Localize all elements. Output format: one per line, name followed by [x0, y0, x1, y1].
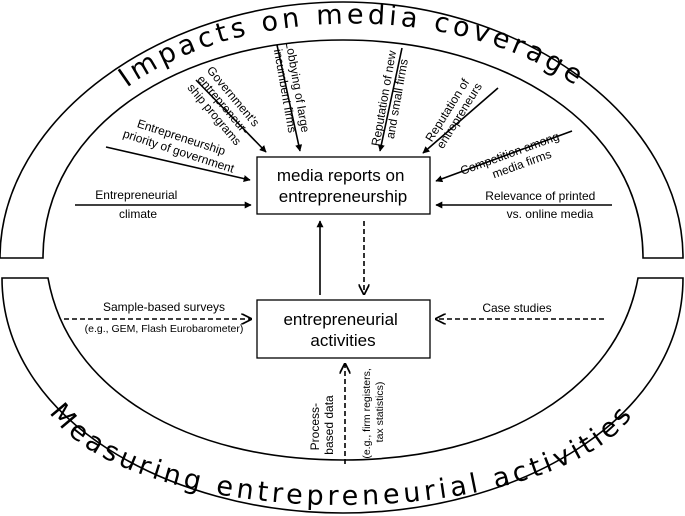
media-reports-label: media reports on entrepreneurship [277, 166, 409, 206]
case-studies-label: Case studies [482, 301, 551, 315]
top-band-frame [0, 1, 684, 259]
reputation-entrepreneurs-arrow [422, 87, 499, 154]
competition-arrow [435, 130, 573, 183]
bottom-arc-title: Measuring entrepreneurial activities [43, 397, 640, 512]
surveys-examples-label: (e.g., GEM, Flash Eurobarometer) [85, 323, 244, 335]
lobbying-arrow [276, 44, 303, 152]
relevance-media-label: Relevance of printed vs. online media [485, 189, 598, 221]
programs-arrow [195, 79, 267, 153]
process-examples-label: (e.g., firm registers, tax statistics) [361, 365, 386, 458]
bottom-band-frame [1, 277, 684, 514]
process-based-data-label: Process- based data [308, 395, 336, 455]
entrepreneurial-climate-label: Entrepreneurial climate [95, 188, 180, 221]
media-reports-box [256, 156, 431, 215]
reputation-firms-arrow [377, 47, 403, 152]
entrepreneurial-activities-label: entrepreneurial activities [283, 310, 402, 350]
reputation-entrepreneurs-label: Reputation of entrepreneurs [422, 73, 485, 151]
priority-arrow [105, 146, 251, 183]
sample-based-surveys-label: Sample-based surveys [103, 300, 225, 314]
lobbying-label: Lobbying of large incumbent firms [270, 40, 313, 139]
reputation-new-small-firms-label: Reputation of new and small firms [369, 46, 413, 149]
entrepreneurial-activities-box [256, 299, 431, 359]
